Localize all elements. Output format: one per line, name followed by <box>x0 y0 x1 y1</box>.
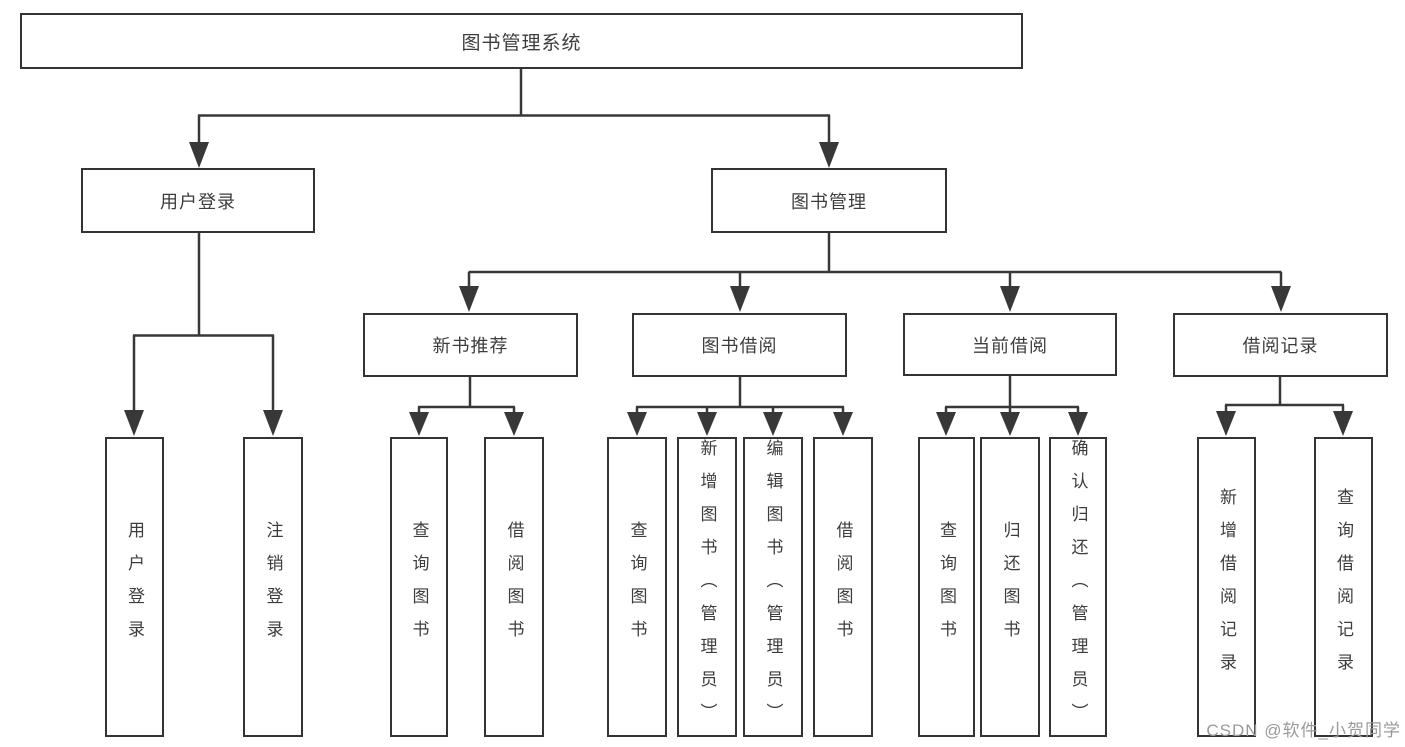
leaf-confirm-return-admin: 确认归还（管理员） <box>1049 437 1107 737</box>
leaf-add-borrow-record: 新增借阅记录 <box>1197 437 1256 737</box>
node-current-borrowing: 当前借阅 <box>903 313 1117 376</box>
watermark: CSDN @软件_小贺同学 <box>1206 721 1401 740</box>
leaf-user-login: 用户登录 <box>105 437 164 737</box>
leaf-borrow-books-recommend: 借阅图书 <box>484 437 544 737</box>
leaf-logout: 注销登录 <box>243 437 303 737</box>
node-library-management-system: 图书管理系统 <box>20 13 1023 69</box>
leaf-query-books-recommend: 查询图书 <box>390 437 448 737</box>
node-user-login: 用户登录 <box>81 168 315 233</box>
leaf-borrow-books: 借阅图书 <box>813 437 873 737</box>
leaf-query-books-borrow: 查询图书 <box>607 437 667 737</box>
leaf-edit-books-admin: 编辑图书（管理员） <box>743 437 803 737</box>
node-book-management: 图书管理 <box>711 168 947 233</box>
leaf-add-books-admin: 新增图书（管理员） <box>677 437 737 737</box>
node-book-borrowing: 图书借阅 <box>632 313 847 377</box>
leaf-query-books-current: 查询图书 <box>918 437 975 737</box>
node-new-book-recommendation: 新书推荐 <box>363 313 578 377</box>
leaf-return-books: 归还图书 <box>980 437 1040 737</box>
node-borrowing-records: 借阅记录 <box>1173 313 1388 377</box>
leaf-query-borrow-record: 查询借阅记录 <box>1314 437 1373 737</box>
